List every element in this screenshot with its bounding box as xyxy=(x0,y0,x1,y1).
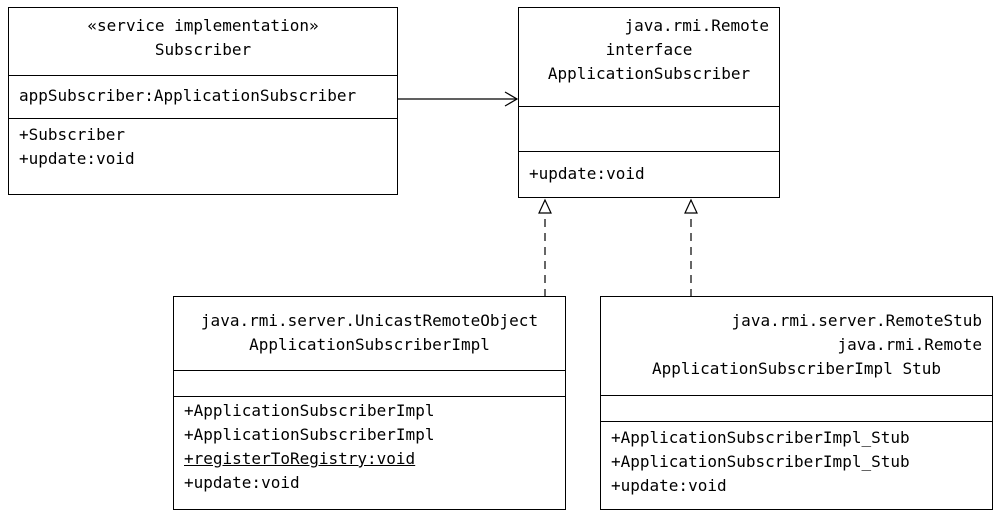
impl-header: java.rmi.server.UnicastRemoteObject Appl… xyxy=(174,297,565,370)
application-subscriber-attributes xyxy=(519,106,779,151)
stub-operation: +ApplicationSubscriberImpl_Stub xyxy=(611,452,910,471)
class-application-subscriber-impl-stub[interactable]: java.rmi.server.RemoteStub java.rmi.Remo… xyxy=(600,296,993,510)
realization-arrowhead-impl xyxy=(538,198,552,214)
stub-parent: java.rmi.server.RemoteStub xyxy=(731,311,982,330)
subscriber-attribute: appSubscriber:ApplicationSubscriber xyxy=(19,86,357,105)
impl-parent: java.rmi.server.UnicastRemoteObject xyxy=(200,311,539,330)
application-subscriber-operations: +update:void xyxy=(519,151,779,190)
class-application-subscriber[interactable]: java.rmi.Remote interface ApplicationSub… xyxy=(518,7,780,198)
application-subscriber-parent: java.rmi.Remote xyxy=(624,16,770,35)
application-subscriber-operation: +update:void xyxy=(529,164,645,183)
stub-operation: +update:void xyxy=(611,476,727,495)
application-subscriber-header: java.rmi.Remote interface ApplicationSub… xyxy=(519,8,779,106)
stub-operations: +ApplicationSubscriberImpl_Stub +Applica… xyxy=(601,421,992,502)
stub-operation: +ApplicationSubscriberImpl_Stub xyxy=(611,428,910,447)
impl-operation: +ApplicationSubscriberImpl xyxy=(184,401,435,420)
impl-operation: +update:void xyxy=(184,473,300,492)
subscriber-attributes: appSubscriber:ApplicationSubscriber xyxy=(9,75,397,118)
subscriber-name: Subscriber xyxy=(154,40,252,59)
impl-attributes xyxy=(174,370,565,396)
stub-interface: java.rmi.Remote xyxy=(837,335,983,354)
subscriber-header: «service implementation» Subscriber xyxy=(9,8,397,75)
impl-name: ApplicationSubscriberImpl xyxy=(249,335,490,354)
association-arrowhead xyxy=(504,91,519,107)
realization-arrowhead-stub xyxy=(684,198,698,214)
application-subscriber-name: ApplicationSubscriber xyxy=(547,64,751,83)
class-subscriber[interactable]: «service implementation» Subscriber appS… xyxy=(8,7,398,195)
impl-operation-static: +registerToRegistry:void xyxy=(184,449,416,468)
impl-operation: +ApplicationSubscriberImpl xyxy=(184,425,435,444)
subscriber-operation: +Subscriber xyxy=(19,125,125,144)
subscriber-stereotype: «service implementation» xyxy=(87,16,319,35)
subscriber-operation: +update:void xyxy=(19,149,135,168)
stub-name: ApplicationSubscriberImpl Stub xyxy=(652,359,941,378)
application-subscriber-stereotype: interface xyxy=(605,40,693,59)
class-application-subscriber-impl[interactable]: java.rmi.server.UnicastRemoteObject Appl… xyxy=(173,296,566,510)
stub-attributes xyxy=(601,395,992,421)
impl-operations: +ApplicationSubscriberImpl +ApplicationS… xyxy=(174,396,565,499)
stub-header: java.rmi.server.RemoteStub java.rmi.Remo… xyxy=(601,297,992,395)
subscriber-operations: +Subscriber +update:void xyxy=(9,118,397,175)
